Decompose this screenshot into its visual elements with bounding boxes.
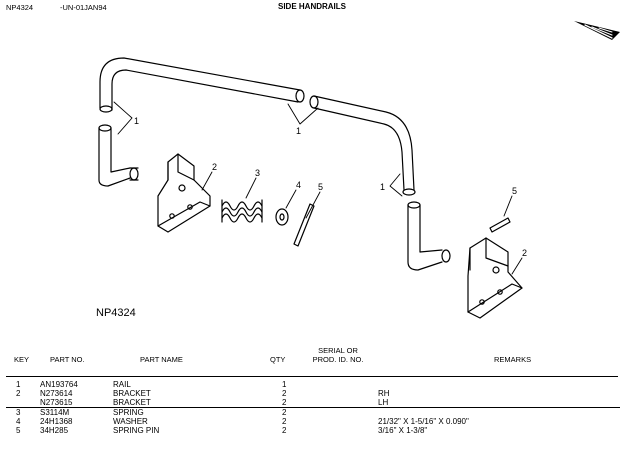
cell-part-name: RAIL bbox=[113, 380, 131, 389]
cell-key: 5 bbox=[16, 426, 21, 435]
column-header-remarks: REMARKS bbox=[494, 355, 532, 364]
table-row: 4 24H1368 WASHER 2 21/32" X 1-5/16" X 0.… bbox=[0, 417, 626, 426]
figure-label: NP4324 bbox=[96, 307, 136, 319]
cell-key: 3 bbox=[16, 408, 21, 417]
callout-washer: 4 bbox=[296, 180, 301, 190]
cell-part-name: BRACKET bbox=[113, 398, 151, 407]
column-header-serial: SERIAL OR PROD. ID. NO. bbox=[312, 346, 364, 364]
callout-bracket-right: 2 bbox=[522, 248, 527, 258]
callout-pin-left: 5 bbox=[318, 182, 323, 192]
table-row: 1 AN193764 RAIL 1 bbox=[0, 380, 626, 389]
table-row: N273615 BRACKET 2 LH bbox=[0, 398, 626, 407]
table-row: 2 N273614 BRACKET 2 RH bbox=[0, 389, 626, 398]
spring bbox=[221, 199, 263, 223]
parts-table-body: 1 AN193764 RAIL 1 2 N273614 BRACKET 2 RH… bbox=[0, 380, 626, 435]
cell-part-no: N273615 bbox=[40, 398, 73, 407]
column-header-part-name: PART NAME bbox=[140, 355, 183, 364]
cell-key: 1 bbox=[16, 380, 21, 389]
exploded-parts-drawing: 1 1 1 2 3 4 5 5 2 bbox=[98, 21, 620, 319]
spring-pin-right bbox=[489, 217, 511, 233]
table-row: 5 34H285 SPRING PIN 2 3/16" X 1-3/8" bbox=[0, 426, 626, 435]
callout-rail-left: 1 bbox=[134, 116, 139, 126]
cell-part-no: 24H1368 bbox=[40, 417, 73, 426]
table-row: 3 S3114M SPRING 2 bbox=[0, 408, 626, 417]
cell-key: 2 bbox=[16, 389, 21, 398]
callout-leaders bbox=[113, 101, 523, 275]
cell-part-name: BRACKET bbox=[113, 389, 151, 398]
rail-right-upper bbox=[309, 95, 416, 196]
bracket-right bbox=[467, 237, 523, 319]
cell-remarks: LH bbox=[378, 398, 389, 407]
cell-part-name: WASHER bbox=[113, 417, 148, 426]
callout-rail-right: 1 bbox=[380, 182, 385, 192]
cell-qty: 2 bbox=[282, 389, 287, 398]
document-id: NP4324 bbox=[6, 3, 34, 12]
cell-qty: 2 bbox=[282, 417, 287, 426]
callout-spring: 3 bbox=[255, 168, 260, 178]
cell-part-no: AN193764 bbox=[40, 380, 78, 389]
front-direction-arrow-icon bbox=[574, 21, 620, 40]
table-top-rule bbox=[6, 376, 618, 377]
table-group-rule bbox=[6, 407, 620, 408]
rail-right-lower bbox=[407, 201, 451, 271]
rail-left-lower bbox=[98, 124, 139, 187]
cell-part-name: SPRING bbox=[113, 408, 144, 417]
column-header-qty: QTY bbox=[270, 355, 286, 364]
cell-part-no: 34H285 bbox=[40, 426, 69, 435]
callout-pin-right: 5 bbox=[512, 186, 517, 196]
column-header-key: KEY bbox=[14, 355, 30, 364]
cell-key: 4 bbox=[16, 417, 21, 426]
cell-remarks: 21/32" X 1-5/16" X 0.090" bbox=[378, 417, 469, 426]
cell-qty: 1 bbox=[282, 380, 287, 389]
callout-rail-top: 1 bbox=[296, 126, 301, 136]
cell-part-no: N273614 bbox=[40, 389, 73, 398]
page-title: SIDE HANDRAILS bbox=[278, 2, 347, 11]
spring-pin-left bbox=[293, 203, 315, 247]
cell-qty: 2 bbox=[282, 408, 287, 417]
callout-bracket-left: 2 bbox=[212, 162, 217, 172]
rail-left-upper bbox=[99, 57, 305, 113]
revision-code: -UN-01JAN94 bbox=[60, 3, 107, 12]
washer bbox=[275, 208, 289, 226]
cell-qty: 2 bbox=[282, 398, 287, 407]
cell-remarks: 3/16" X 1-3/8" bbox=[378, 426, 428, 435]
bracket-left bbox=[157, 153, 211, 233]
column-header-part-no: PART NO. bbox=[50, 355, 85, 364]
cell-part-no: S3114M bbox=[40, 408, 70, 417]
cell-part-name: SPRING PIN bbox=[113, 426, 160, 435]
cell-remarks: RH bbox=[378, 389, 390, 398]
cell-qty: 2 bbox=[282, 426, 287, 435]
